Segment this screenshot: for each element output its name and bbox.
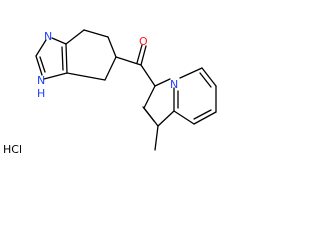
bond-pyridine-c5-c6-a xyxy=(201,67,217,87)
bond-imid-c3a-c7a-inner xyxy=(61,46,64,71)
bond-pyridine-c7-c8-b xyxy=(193,109,212,120)
bond-imid-c7a-n1 xyxy=(51,37,67,45)
bond-methyl xyxy=(154,125,159,151)
bond-ring-c6-c5 xyxy=(107,36,117,58)
bond-ring-c4-c3a xyxy=(66,72,106,81)
bond-pyridine-c7-c8-a xyxy=(193,111,217,125)
bond-carbonyl-o-b xyxy=(136,44,143,64)
atom-label-carbonyl-o: O xyxy=(139,35,148,48)
bond-ring-c5-c4 xyxy=(104,56,117,81)
atom-label-imidazole-n-bottom: N xyxy=(37,74,45,87)
atom-labels: N N H O N xyxy=(37,30,178,100)
atom-label-imidazole-n-top: N xyxy=(44,30,52,43)
bond-carbonyl-o-a xyxy=(140,45,147,66)
bond-ring-c7-c6 xyxy=(83,29,109,38)
bond-imid-c2-n3-a xyxy=(35,55,43,76)
bond-imid-c2-n3-b xyxy=(39,56,46,73)
bond-pyrrole-c8a-c1 xyxy=(157,110,175,127)
bond-pyrrole-c2-c3 xyxy=(143,85,156,109)
bond-pyrrole-c1-c2-b xyxy=(142,106,155,122)
bond-pyrrole-c3-n xyxy=(154,78,171,87)
bond-imid-n3-c3a xyxy=(43,72,68,80)
atom-label-indolizine-n: N xyxy=(170,78,178,91)
atom-label-imidazole-h: H xyxy=(37,87,45,100)
salt-label: HCl xyxy=(3,143,22,156)
bond-c5-carbonyl xyxy=(115,56,142,66)
bond-imid-n1-c2 xyxy=(35,39,47,57)
bond-pyridine-n-c5 xyxy=(179,67,203,79)
bond-pyridine-c8-c8a xyxy=(173,110,195,125)
chemical-structure: N N H O N HCl xyxy=(3,29,217,156)
bond-imid-c3a-c7a xyxy=(65,43,68,74)
bonds xyxy=(35,29,217,151)
bond-pyridine-c5-c6-b xyxy=(199,72,212,88)
bond-carbonyl-indolizine xyxy=(140,64,156,87)
bond-ring-c7a-c7 xyxy=(65,29,85,45)
